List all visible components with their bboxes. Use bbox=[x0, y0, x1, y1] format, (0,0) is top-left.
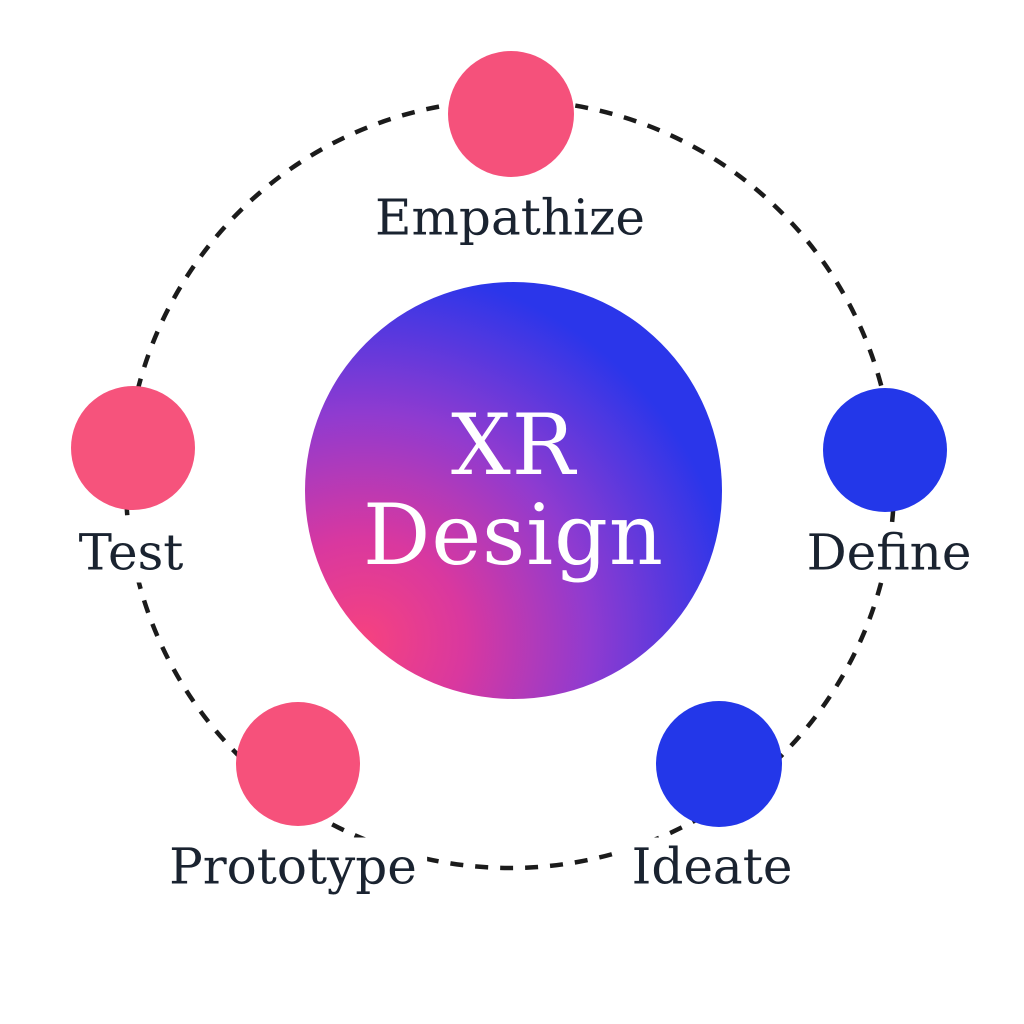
stage-circle-prototype bbox=[236, 702, 360, 826]
stage-circle-define bbox=[823, 388, 947, 512]
stage-circle-test bbox=[71, 386, 195, 510]
stage-label-prototype: Prototype bbox=[159, 837, 427, 897]
stage-label-test: Test bbox=[68, 523, 194, 583]
stage-label-ideate: Ideate bbox=[621, 837, 803, 897]
stage-circle-ideate bbox=[656, 701, 782, 827]
diagram-title-line2: Design bbox=[363, 485, 664, 584]
stage-label-empathize: Empathize bbox=[365, 188, 655, 248]
stage-circle-empathize bbox=[448, 51, 574, 177]
diagram-title-line1: XR bbox=[450, 396, 577, 495]
diagram-title: XR Design bbox=[363, 401, 664, 579]
stage-label-define: Define bbox=[796, 523, 982, 583]
center-gradient-circle: XR Design bbox=[305, 282, 722, 699]
